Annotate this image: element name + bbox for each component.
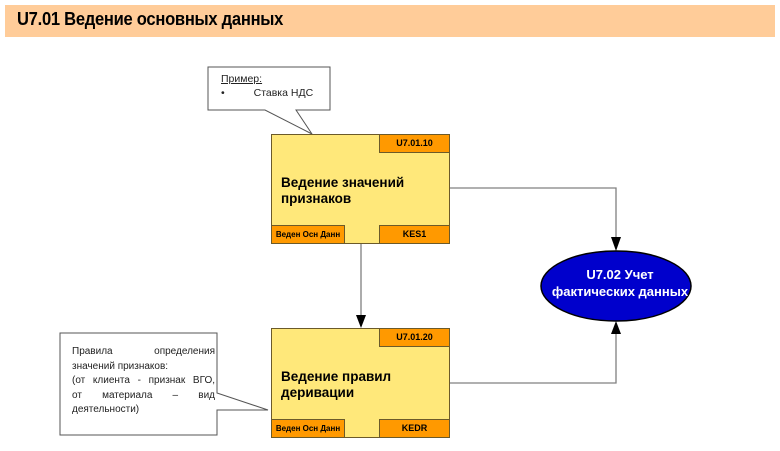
process-box-u7-01-20[interactable]: U7.01.20 Ведение правил деривации Веден … [271,328,450,438]
callout-example-title: Пример: [221,73,263,85]
process-title: Ведение значений признаков [281,175,405,206]
arrow-head [611,321,621,334]
connector-box1-to-target [449,187,617,240]
process-area: Веден Осн Данн [272,419,345,437]
page-title: U7.01 Ведение основных данных [17,9,284,29]
page-header: U7.01 Ведение основных данных [5,5,775,37]
target-process-ellipse[interactable] [540,250,692,322]
process-title: Ведение правил деривации [281,369,392,400]
callout-example-item: • Ставка НДС [221,87,314,99]
connector-box2-to-target [449,334,617,384]
process-tcode: KES1 [379,225,449,243]
callout-derivation-rules [59,332,269,436]
process-code: U7.01.10 [379,135,449,153]
target-process-label: U7.02 Учет фактических данных [551,267,689,299]
process-area: Веден Осн Данн [272,225,345,243]
callout-derivation-text: Правила определения значений признаков: … [72,346,215,415]
process-tcode: KEDR [379,419,449,437]
callout-example-text: Пример: • Ставка НДС [221,72,313,100]
callout-example [207,66,331,136]
process-code: U7.01.20 [379,329,449,347]
arrow-head [356,315,366,328]
arrow-head [611,237,621,251]
process-box-u7-01-10[interactable]: U7.01.10 Ведение значений признаков Веде… [271,134,450,244]
